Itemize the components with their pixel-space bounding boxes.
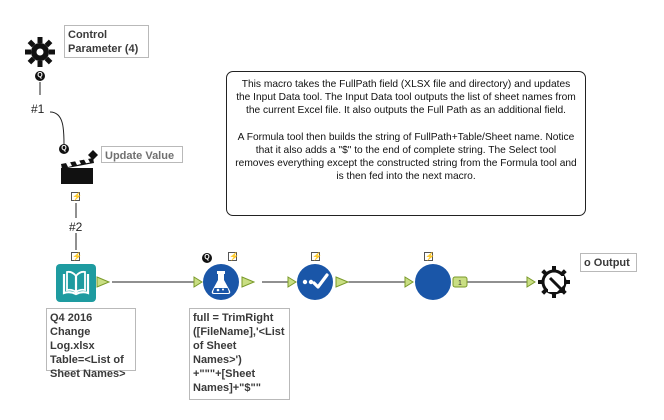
book-icon: [62, 270, 90, 296]
gear-icon: [25, 37, 55, 67]
macro-output-tool[interactable]: [534, 262, 574, 302]
comment-paragraph-2: A Formula tool then builds the string of…: [235, 131, 577, 183]
output-anchor-icon[interactable]: [96, 276, 110, 288]
input-anchor-icon[interactable]: [526, 276, 536, 288]
comment-paragraph-1: This macro takes the FullPath field (XLS…: [236, 79, 576, 117]
checklist-icon: [302, 273, 329, 289]
update-value-tool[interactable]: [57, 148, 101, 188]
control-parameter-tool[interactable]: [22, 34, 58, 70]
update-value-label: Update Value: [101, 146, 183, 163]
formula-label: full = TrimRight ([FileName],'<List of S…: [189, 308, 290, 400]
input-data-tool[interactable]: [56, 264, 96, 302]
output-anchor-icon[interactable]: 1: [452, 276, 468, 288]
comment-box[interactable]: This macro takes the FullPath field (XLS…: [226, 71, 586, 216]
formula-tool[interactable]: [202, 263, 240, 301]
lightning-badge-icon: ⚡: [424, 252, 435, 261]
clapperboard-icon: [61, 150, 98, 184]
output-anchor-icon[interactable]: [335, 276, 349, 288]
circle-icon: [415, 264, 451, 300]
input-anchor-icon[interactable]: [193, 276, 203, 288]
input-anchor-icon[interactable]: [404, 276, 414, 288]
output-anchor-icon[interactable]: [241, 276, 255, 288]
question-badge-icon: Q: [202, 253, 212, 263]
svg-text:1: 1: [458, 280, 462, 287]
control-parameter-label: Control Parameter (4): [64, 25, 149, 58]
flask-icon: [211, 271, 231, 294]
connection-label-1: #1: [31, 102, 45, 116]
question-badge-icon: Q: [59, 144, 69, 154]
lightning-badge-icon: ⚡: [71, 252, 82, 261]
select-tool[interactable]: [296, 263, 334, 301]
question-badge-icon: Q: [35, 71, 45, 81]
lightning-badge-icon: ⚡: [311, 252, 322, 261]
gear-arrow-icon: [538, 266, 570, 298]
input-data-label: Q4 2016 Change Log.xlsx Table=<List of S…: [46, 308, 136, 380]
connection-label-2: #2: [69, 220, 83, 234]
macro-tool[interactable]: [414, 263, 452, 301]
input-anchor-icon[interactable]: [287, 276, 297, 288]
macro-output-label: o Output: [580, 253, 637, 272]
lightning-badge-icon: ⚡: [71, 192, 82, 201]
lightning-badge-icon: ⚡: [228, 252, 239, 261]
